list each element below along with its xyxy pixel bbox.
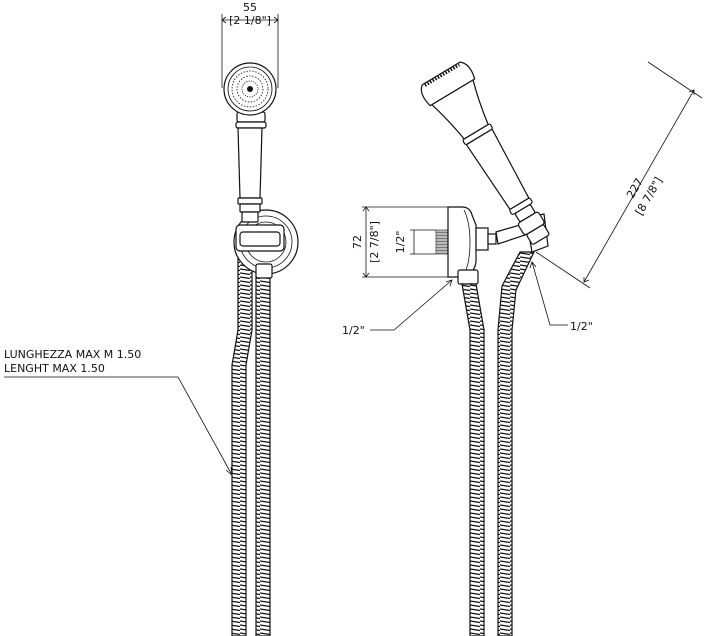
height-dimension: 72 [2 7/8"]: [351, 206, 448, 278]
wall-plate-side: [447, 206, 497, 285]
thread-label: 1/2": [394, 231, 407, 254]
side-view: 72 [2 7/8"] 1/2": [342, 61, 703, 636]
height-in-label: [2 7/8"]: [368, 221, 381, 263]
width-in-label: [2 1/8"]: [229, 14, 271, 27]
hose-side: [461, 251, 535, 636]
handshower-side: [420, 61, 550, 245]
hose-note-it: LUNGHEZZA MAX M 1.50: [4, 348, 141, 361]
width-mm-label: 55: [243, 1, 257, 14]
left-conn-label: 1/2": [342, 324, 365, 337]
handle-front: [235, 111, 267, 223]
front-view: 55 [2 1/8"]: [4, 1, 299, 636]
height-mm-label: 72: [351, 235, 364, 249]
hose-note-en: LENGHT MAX 1.50: [4, 362, 105, 375]
right-connection-callout: 1/2": [529, 261, 593, 333]
width-dimension: 55 [2 1/8"]: [221, 1, 279, 88]
hose-length-note: LUNGHEZZA MAX M 1.50 LENGHT MAX 1.50: [4, 348, 233, 476]
left-connection-callout: 1/2": [342, 279, 453, 337]
thread-dimension: 1/2": [394, 229, 449, 255]
shower-head-face: [223, 62, 277, 116]
hose-front: [231, 257, 271, 636]
wall-plate-front: [233, 209, 299, 279]
right-conn-label: 1/2": [570, 320, 593, 333]
length-dimension: 227 [8 7/8"]: [535, 61, 703, 289]
